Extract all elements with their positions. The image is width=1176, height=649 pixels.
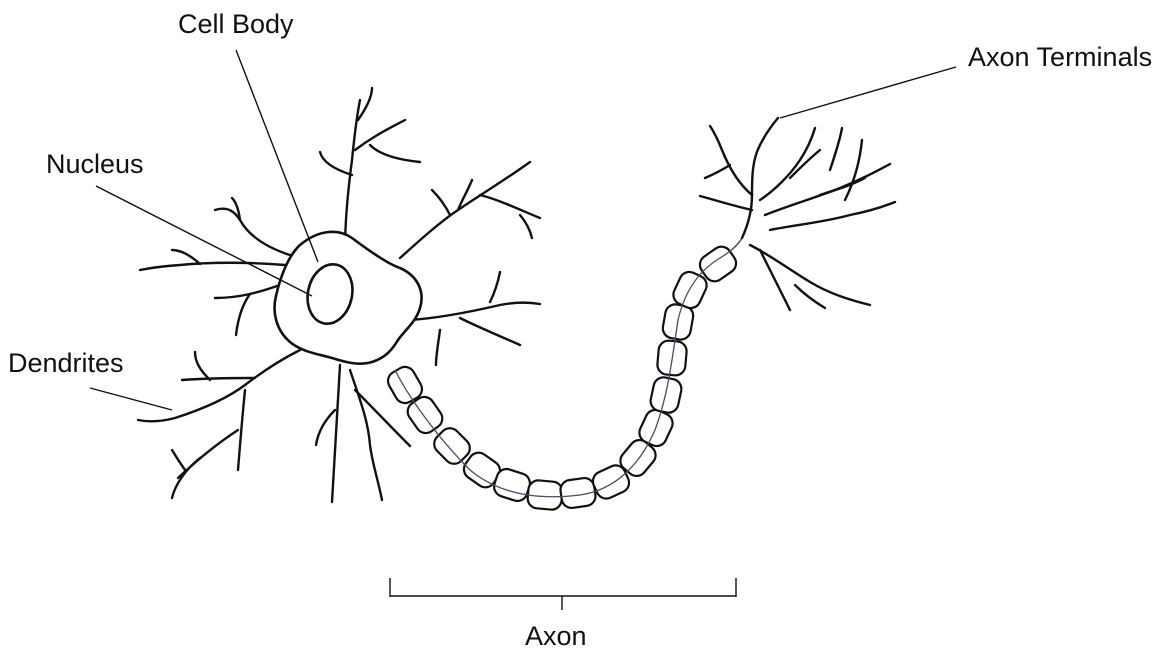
dendrites-leader [90, 388, 172, 410]
axon-terminals-leader [780, 67, 956, 118]
cell-body-label: Cell Body [178, 9, 294, 39]
axon-terminals [700, 118, 895, 310]
axon-label: Axon [525, 621, 587, 649]
axon-terminals-label: Axon Terminals [968, 42, 1152, 72]
myelin-sheath-segments [384, 243, 740, 511]
dendrites-label: Dendrites [8, 348, 124, 378]
nucleus-leader [96, 186, 312, 296]
axon [384, 238, 742, 510]
nucleus-label: Nucleus [46, 149, 144, 179]
axon-bracket [390, 578, 736, 610]
leader-lines [90, 50, 956, 410]
